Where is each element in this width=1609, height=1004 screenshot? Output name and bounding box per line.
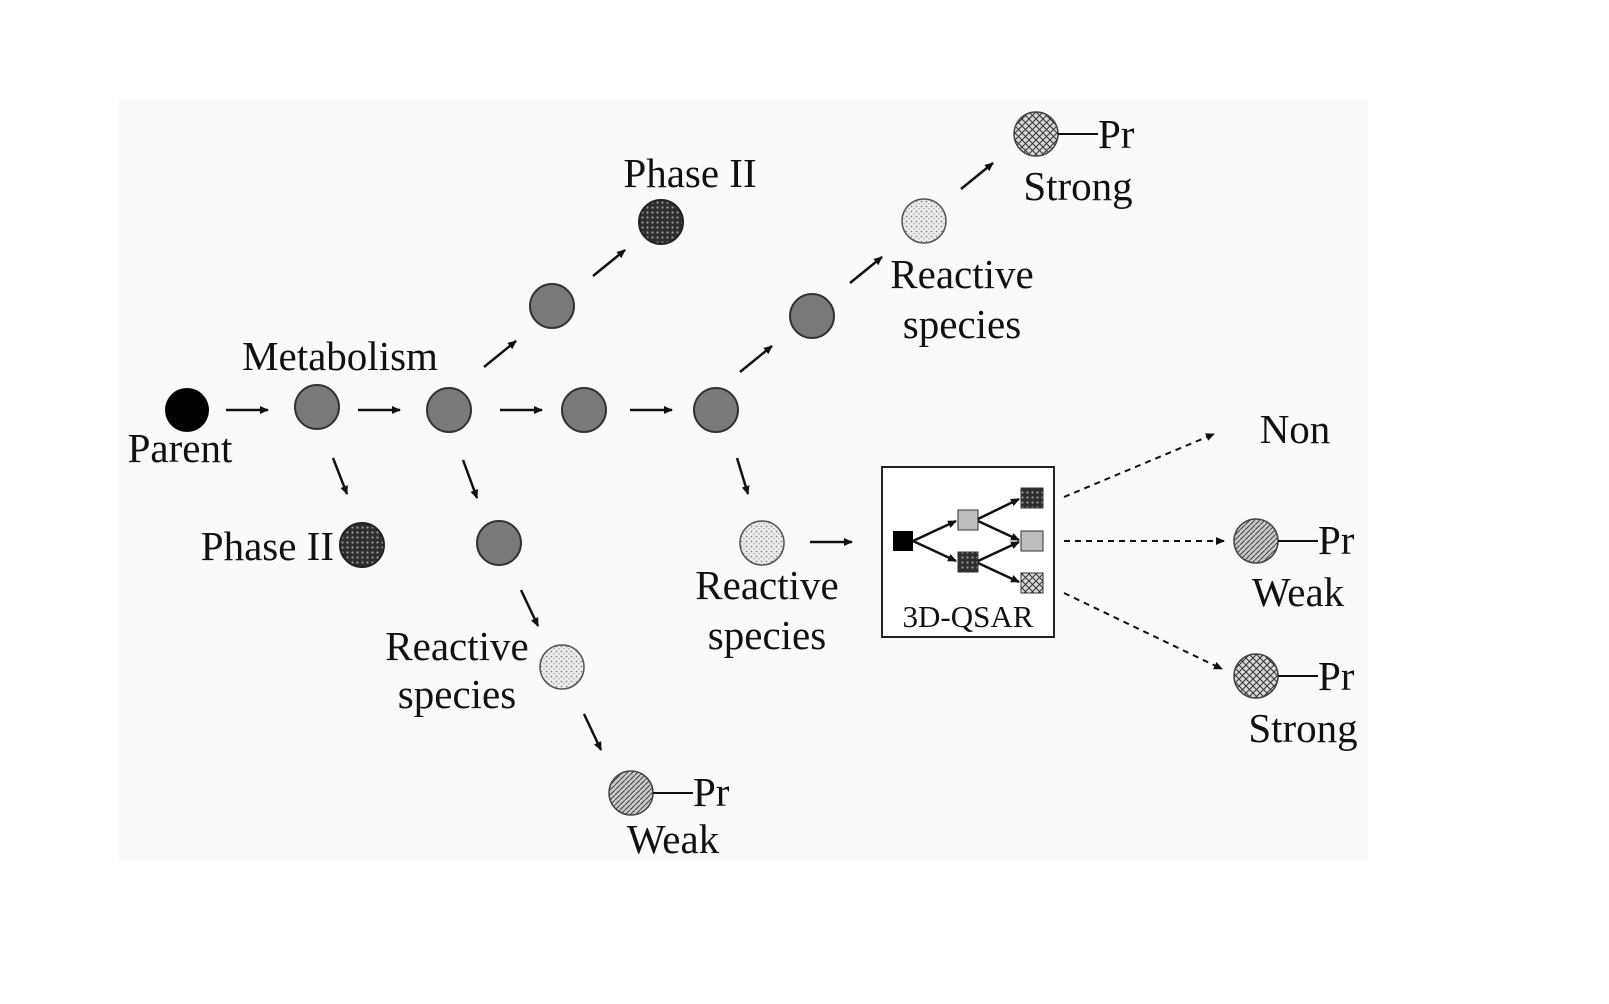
metabolite-node-up [529, 283, 575, 329]
arrow-reactive-top-to-strong [960, 162, 994, 190]
metabolite-node-3 [561, 387, 607, 433]
reactive-mid-node [739, 520, 785, 566]
non-label: Non [1260, 406, 1331, 452]
reactive-low-node [539, 644, 585, 690]
metabolite-node-down [476, 520, 522, 566]
pr-strong-right-label: Pr [1318, 653, 1355, 699]
arrow-m4-to-reactive-mid [735, 457, 750, 495]
qsar-out-square-3 [1020, 572, 1044, 594]
phase2-left-label: Phase II [201, 523, 334, 569]
strong-adduct-top-node [1013, 111, 1059, 157]
phase2-top-node [638, 199, 684, 245]
metabolite-node-2 [426, 387, 472, 433]
weak-adduct-right-node [1233, 518, 1279, 564]
qsar-mid-square-1 [957, 509, 979, 531]
qsar-out-square-2 [1020, 530, 1044, 552]
strong-top-label: Strong [1023, 163, 1132, 209]
weak-adduct-low-node [608, 770, 654, 816]
reactive-top-node [901, 198, 947, 244]
arrow-up-to-phase2-top [592, 249, 626, 277]
reactive-low-label-line2: species [398, 671, 516, 717]
arrow-m1-to-phase2-left [331, 457, 349, 495]
qsar-label: 3D-QSAR [903, 599, 1034, 634]
reactive-top-label-line1: Reactive [890, 251, 1033, 297]
dashed-arrow-to-non [1063, 433, 1215, 498]
metabolism-label: Metabolism [242, 333, 438, 379]
arrow-m2-to-down [461, 459, 479, 499]
parent-label: Parent [128, 425, 233, 471]
reactive-low-label-line1: Reactive [385, 623, 528, 669]
arrow-m2-to-up [483, 340, 517, 368]
pr-low-label: Pr [693, 769, 730, 815]
phase2-top-label: Phase II [623, 150, 756, 196]
dashed-arrow-to-strong [1063, 592, 1223, 670]
weak-low-label: Weak [627, 816, 720, 862]
qsar-out-square-1 [1020, 487, 1044, 509]
strong-adduct-right-node [1233, 653, 1279, 699]
weak-right-label: Weak [1252, 569, 1345, 615]
phase2-left-node [339, 522, 385, 568]
metabolite-node-1 [294, 384, 340, 430]
pr-top-label: Pr [1098, 111, 1135, 157]
strong-right-label: Strong [1248, 705, 1357, 751]
qsar-input-square [893, 531, 913, 551]
metabolite-node-m4-up [789, 293, 835, 339]
reactive-top-label-line2: species [903, 301, 1021, 347]
qsar-box: 3D-QSAR [881, 466, 1055, 638]
parent-node [165, 388, 209, 432]
pr-weak-right-label: Pr [1318, 517, 1355, 563]
arrow-m4up-to-reactive-top [849, 256, 883, 284]
qsar-mid-square-2 [957, 551, 979, 573]
arrow-m4-to-up [739, 345, 773, 373]
arrow-reactive-low-to-weak [582, 713, 603, 751]
reactive-mid-label-line2: species [708, 612, 826, 658]
reactive-mid-label-line1: Reactive [695, 562, 838, 608]
arrow-down-to-reactive-low [519, 589, 540, 627]
metabolite-node-4 [693, 387, 739, 433]
